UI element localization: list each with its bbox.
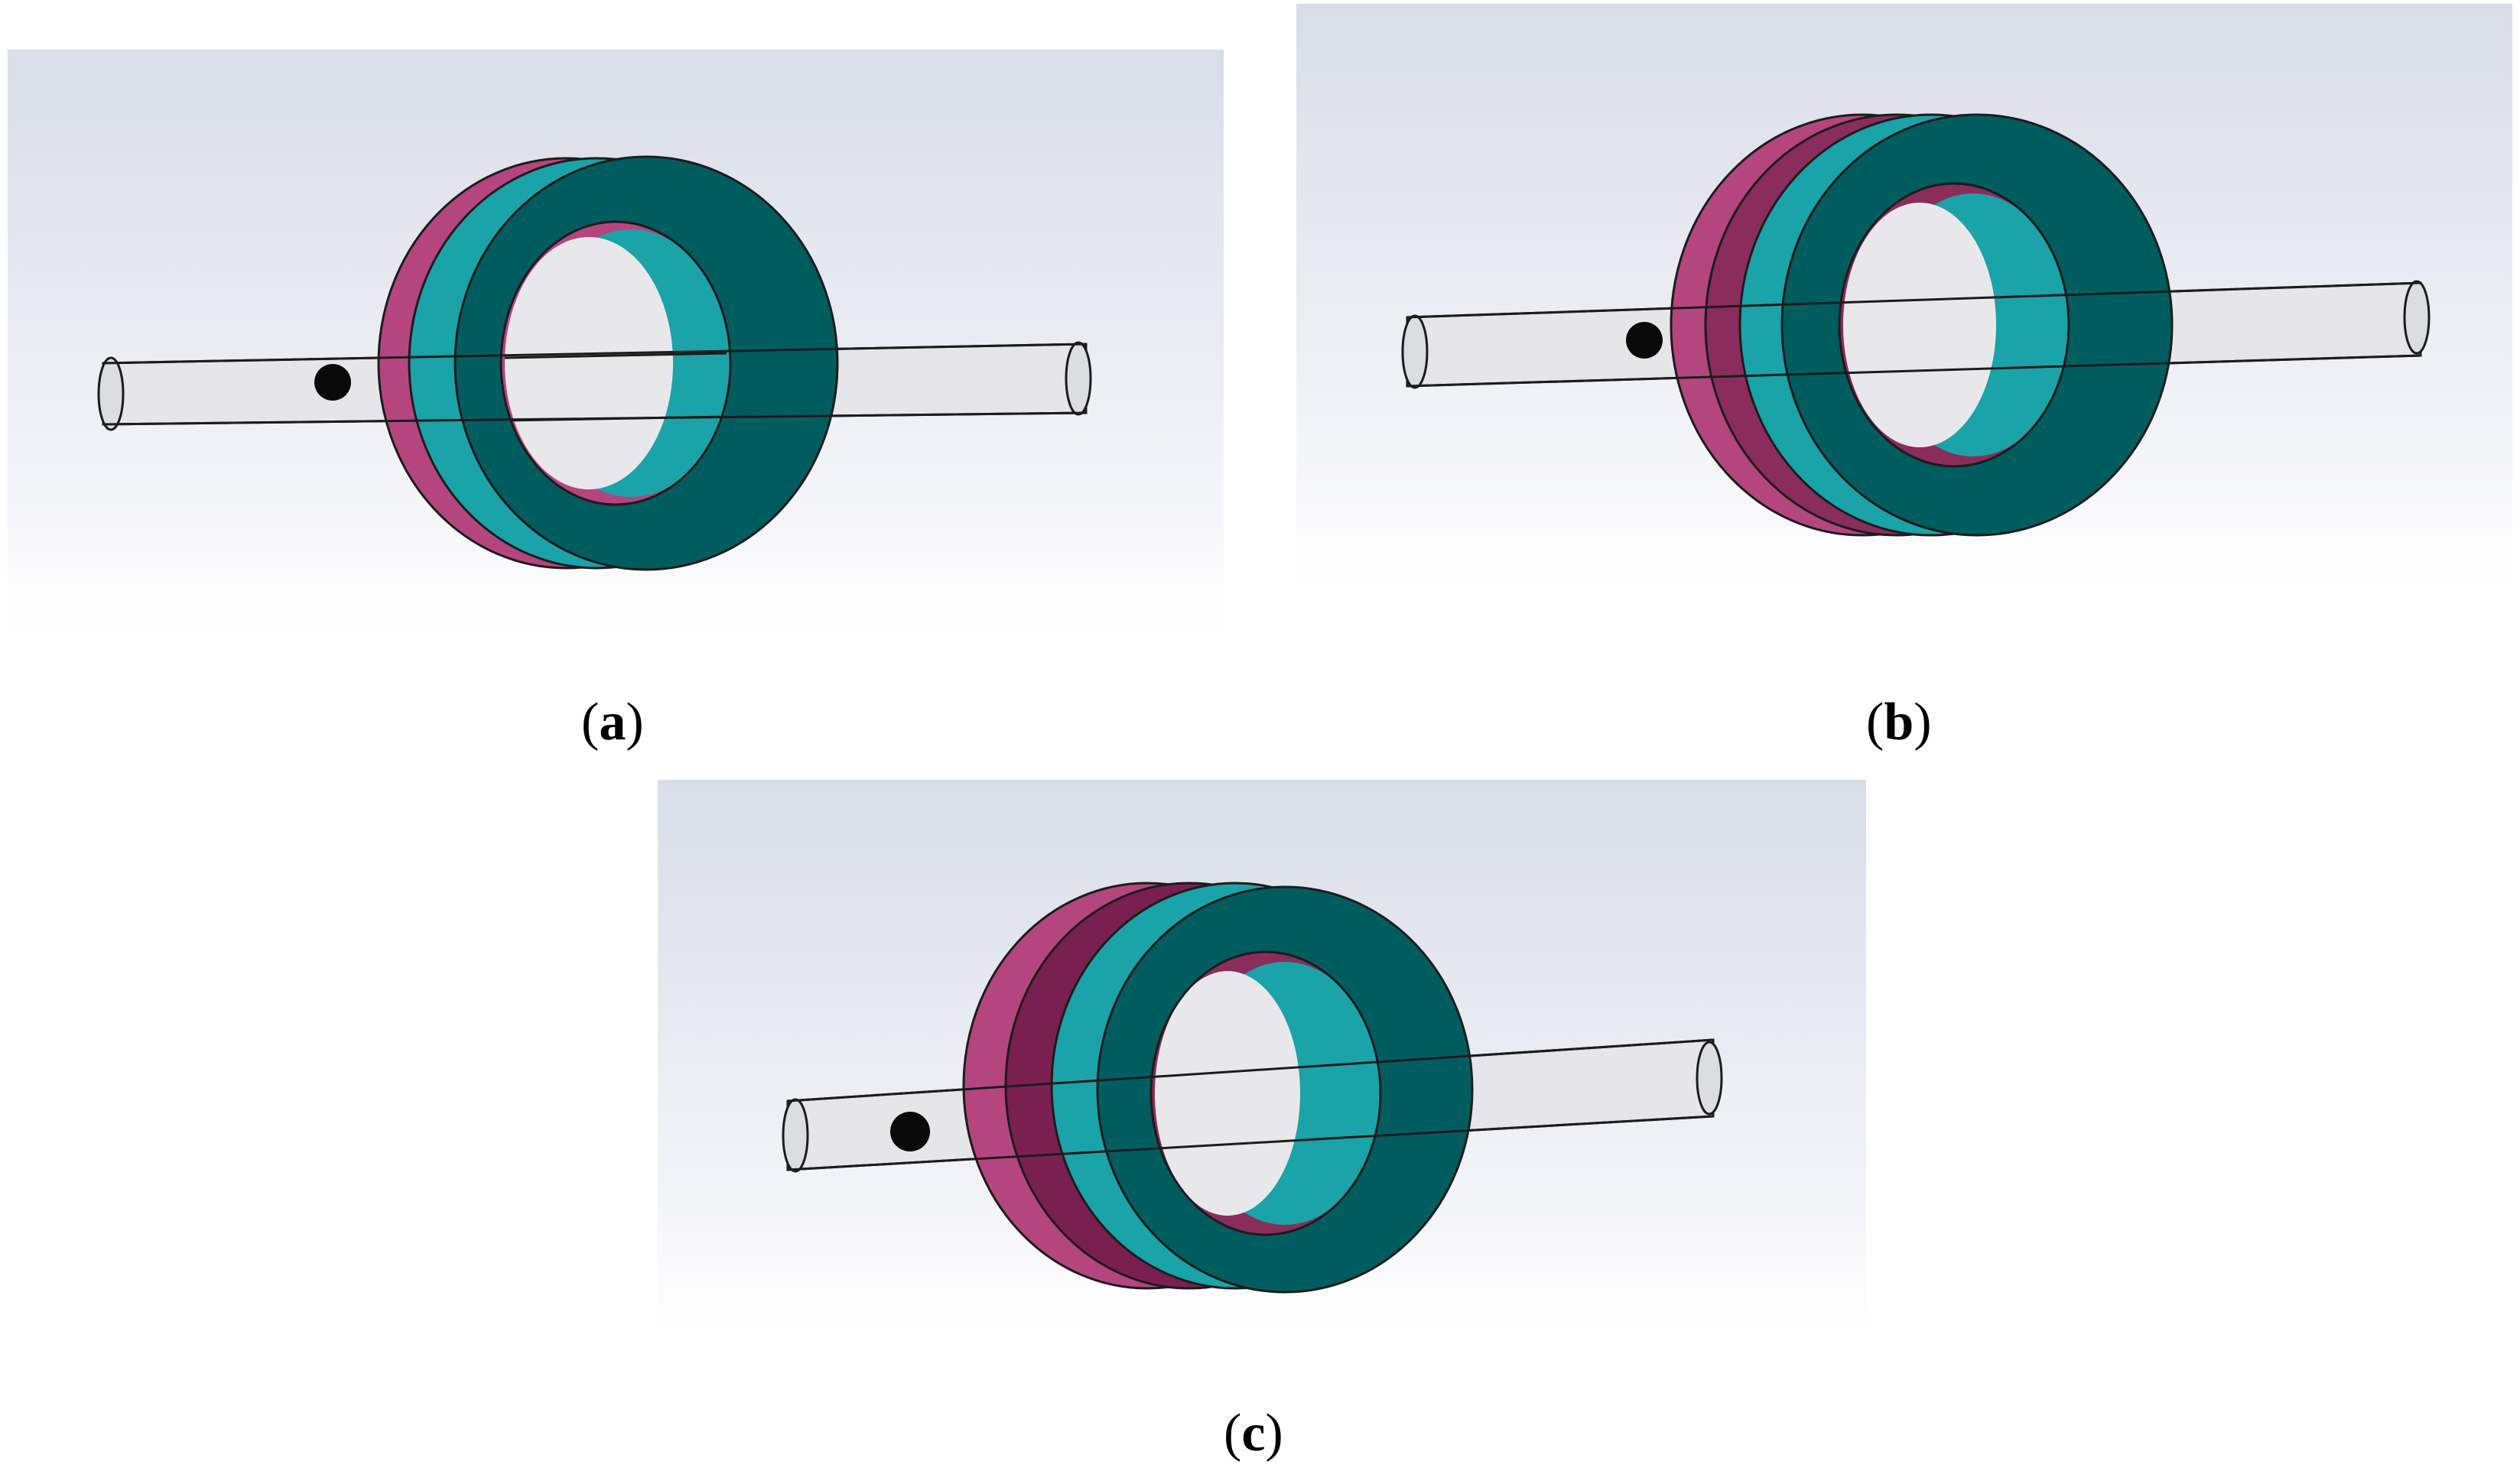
particle bbox=[890, 1112, 930, 1151]
ring-teal bbox=[454, 155, 839, 571]
tube-outline-front bbox=[102, 343, 1087, 426]
tube-outline-front bbox=[1406, 281, 2421, 388]
tube-end-left bbox=[97, 356, 125, 431]
panel-b-diagram bbox=[1296, 4, 2512, 585]
panel-a bbox=[8, 50, 1224, 631]
panel-b bbox=[1296, 4, 2512, 585]
panel-a-diagram bbox=[8, 50, 1224, 631]
ring-hole-through bbox=[505, 237, 673, 489]
particle bbox=[314, 364, 351, 401]
caption-c: (c) bbox=[1224, 1404, 1283, 1463]
tube-end-right bbox=[2403, 280, 2431, 355]
particle bbox=[1626, 322, 1663, 359]
tube-end-left bbox=[1401, 314, 1429, 389]
tube-end-right bbox=[1065, 341, 1092, 416]
ring-teal bbox=[1780, 113, 2174, 537]
ring-teal bbox=[1096, 885, 1474, 1294]
caption-b: (b) bbox=[1866, 693, 1932, 752]
ring-hole-through bbox=[1843, 203, 1996, 447]
panel-c-diagram bbox=[658, 780, 1866, 1330]
caption-c-letter: c bbox=[1241, 1404, 1266, 1463]
tube-end-left bbox=[782, 1098, 809, 1173]
tube-end-right bbox=[1696, 1041, 1723, 1116]
tube-through-hole bbox=[504, 352, 727, 359]
caption-a: (a) bbox=[581, 693, 644, 752]
caption-b-letter: b bbox=[1884, 693, 1914, 752]
tube-outline-front bbox=[787, 1038, 1714, 1171]
panel-c bbox=[658, 780, 1866, 1330]
ring-hole-through bbox=[1155, 971, 1300, 1216]
caption-a-letter: a bbox=[599, 693, 626, 752]
